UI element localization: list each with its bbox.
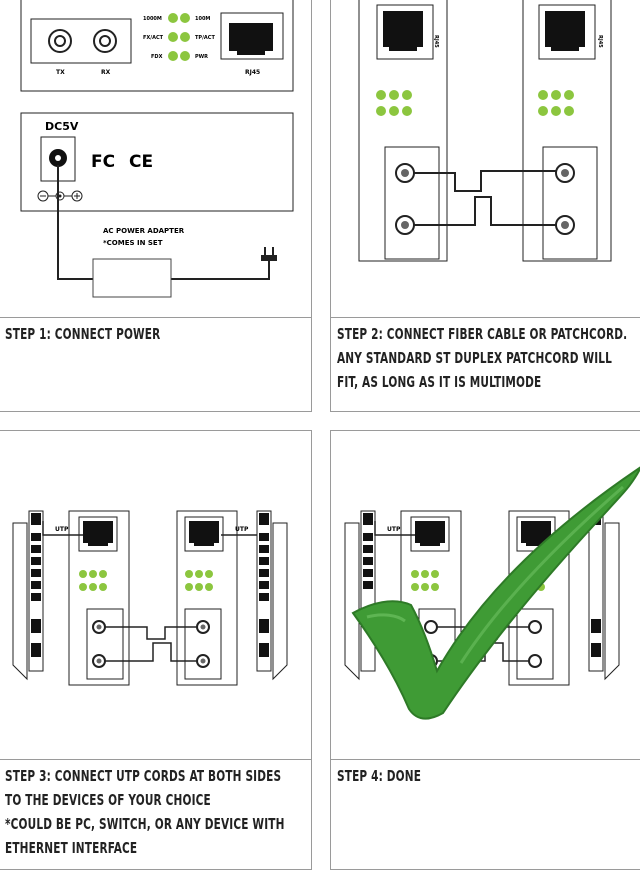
converter-b [176, 510, 238, 686]
step-1-panel: TX RX 1000M FX/ACT FDX 100M TP/ACT PWR R… [0, 0, 312, 412]
step-4-illustration: UTP [344, 466, 640, 720]
svg-text:RJ45: RJ45 [597, 35, 603, 48]
led [168, 13, 178, 23]
converter-a: RJ45 [358, 0, 448, 262]
check-mark-icon [351, 466, 640, 720]
svg-text:RJ45: RJ45 [245, 69, 260, 76]
svg-text:RJ45: RJ45 [433, 35, 439, 48]
step-2-caption: STEP 2: CONNECT FIBER CABLE OR PATCHCORD… [331, 317, 640, 411]
utp-cord [374, 521, 415, 536]
rj45-icon [383, 11, 423, 51]
svg-text:TP/ACT: TP/ACT [195, 35, 215, 41]
svg-text:FX/ACT: FX/ACT [143, 35, 164, 41]
svg-text:*COMES IN SET: *COMES IN SET [103, 239, 163, 247]
rx-port [93, 29, 117, 53]
svg-text:100M: 100M [195, 16, 210, 22]
dc5v-label: DC5V [45, 120, 79, 133]
fiber-patchcord [105, 642, 197, 662]
led [180, 51, 190, 61]
network-switch-right [256, 510, 288, 681]
fc-mark: FC [91, 152, 115, 172]
step-4-panel: UTP STEP 4: DONE [330, 430, 640, 870]
rx-label: RX [101, 69, 111, 76]
power-adapter [92, 258, 172, 298]
fiber-port-frame [30, 18, 132, 64]
svg-text:PWR: PWR [195, 54, 208, 60]
rj45-icon [83, 521, 113, 546]
fiber-patchcord [414, 196, 556, 226]
step-1-line: STEP 1: CONNECT POWER [5, 325, 161, 343]
network-switch-left [12, 510, 44, 681]
step-1-illustration: TX RX 1000M FX/ACT FDX 100M TP/ACT PWR R… [20, 0, 294, 298]
network-switch-right [588, 510, 620, 681]
step-4-caption: STEP 4: DONE [331, 759, 640, 869]
step-2-illustration: RJ45 RJ45 [358, 0, 612, 262]
fiber-patchcord [414, 170, 556, 192]
tx-label: TX [56, 69, 65, 76]
network-switch-left [344, 510, 376, 681]
ce-mark: CE [129, 152, 153, 172]
step-3-illustration: UTP UTP [12, 510, 288, 686]
led [180, 13, 190, 23]
converter-rear-panel [20, 112, 294, 212]
led [180, 32, 190, 42]
rj45-icon [229, 23, 273, 55]
step-3-panel: UTP UTP STEP 3: CONNECT UTP CORDS AT BOT… [0, 430, 312, 870]
tx-port [48, 29, 72, 53]
utp-cord [42, 521, 83, 536]
step-1-caption: STEP 1: CONNECT POWER [0, 317, 311, 411]
rx-port [555, 163, 575, 183]
step-2-panel: RJ45 RJ45 STEP 2: CONNECT FIBER CABLE OR… [330, 0, 640, 412]
power-plug [261, 255, 277, 261]
converter-a [68, 510, 130, 686]
svg-text:AC POWER ADAPTER: AC POWER ADAPTER [103, 227, 185, 235]
svg-text:UTP: UTP [387, 526, 401, 533]
converter-b: RJ45 [522, 0, 612, 262]
step-3-caption: STEP 3: CONNECT UTP CORDS AT BOTH SIDES … [0, 759, 311, 869]
led [168, 51, 178, 61]
svg-text:UTP: UTP [55, 526, 69, 533]
svg-text:1000M: 1000M [143, 16, 162, 22]
rj45-icon [415, 521, 445, 546]
rj45-port-frame [220, 12, 284, 60]
led [168, 32, 178, 42]
fiber-patchcord [105, 626, 197, 640]
svg-text:UTP: UTP [235, 526, 249, 533]
svg-text:FDX: FDX [151, 54, 163, 60]
rj45-icon [545, 11, 585, 51]
converter-front-panel [20, 0, 294, 92]
rj45-icon [189, 521, 219, 546]
rj45-icon [521, 521, 551, 546]
